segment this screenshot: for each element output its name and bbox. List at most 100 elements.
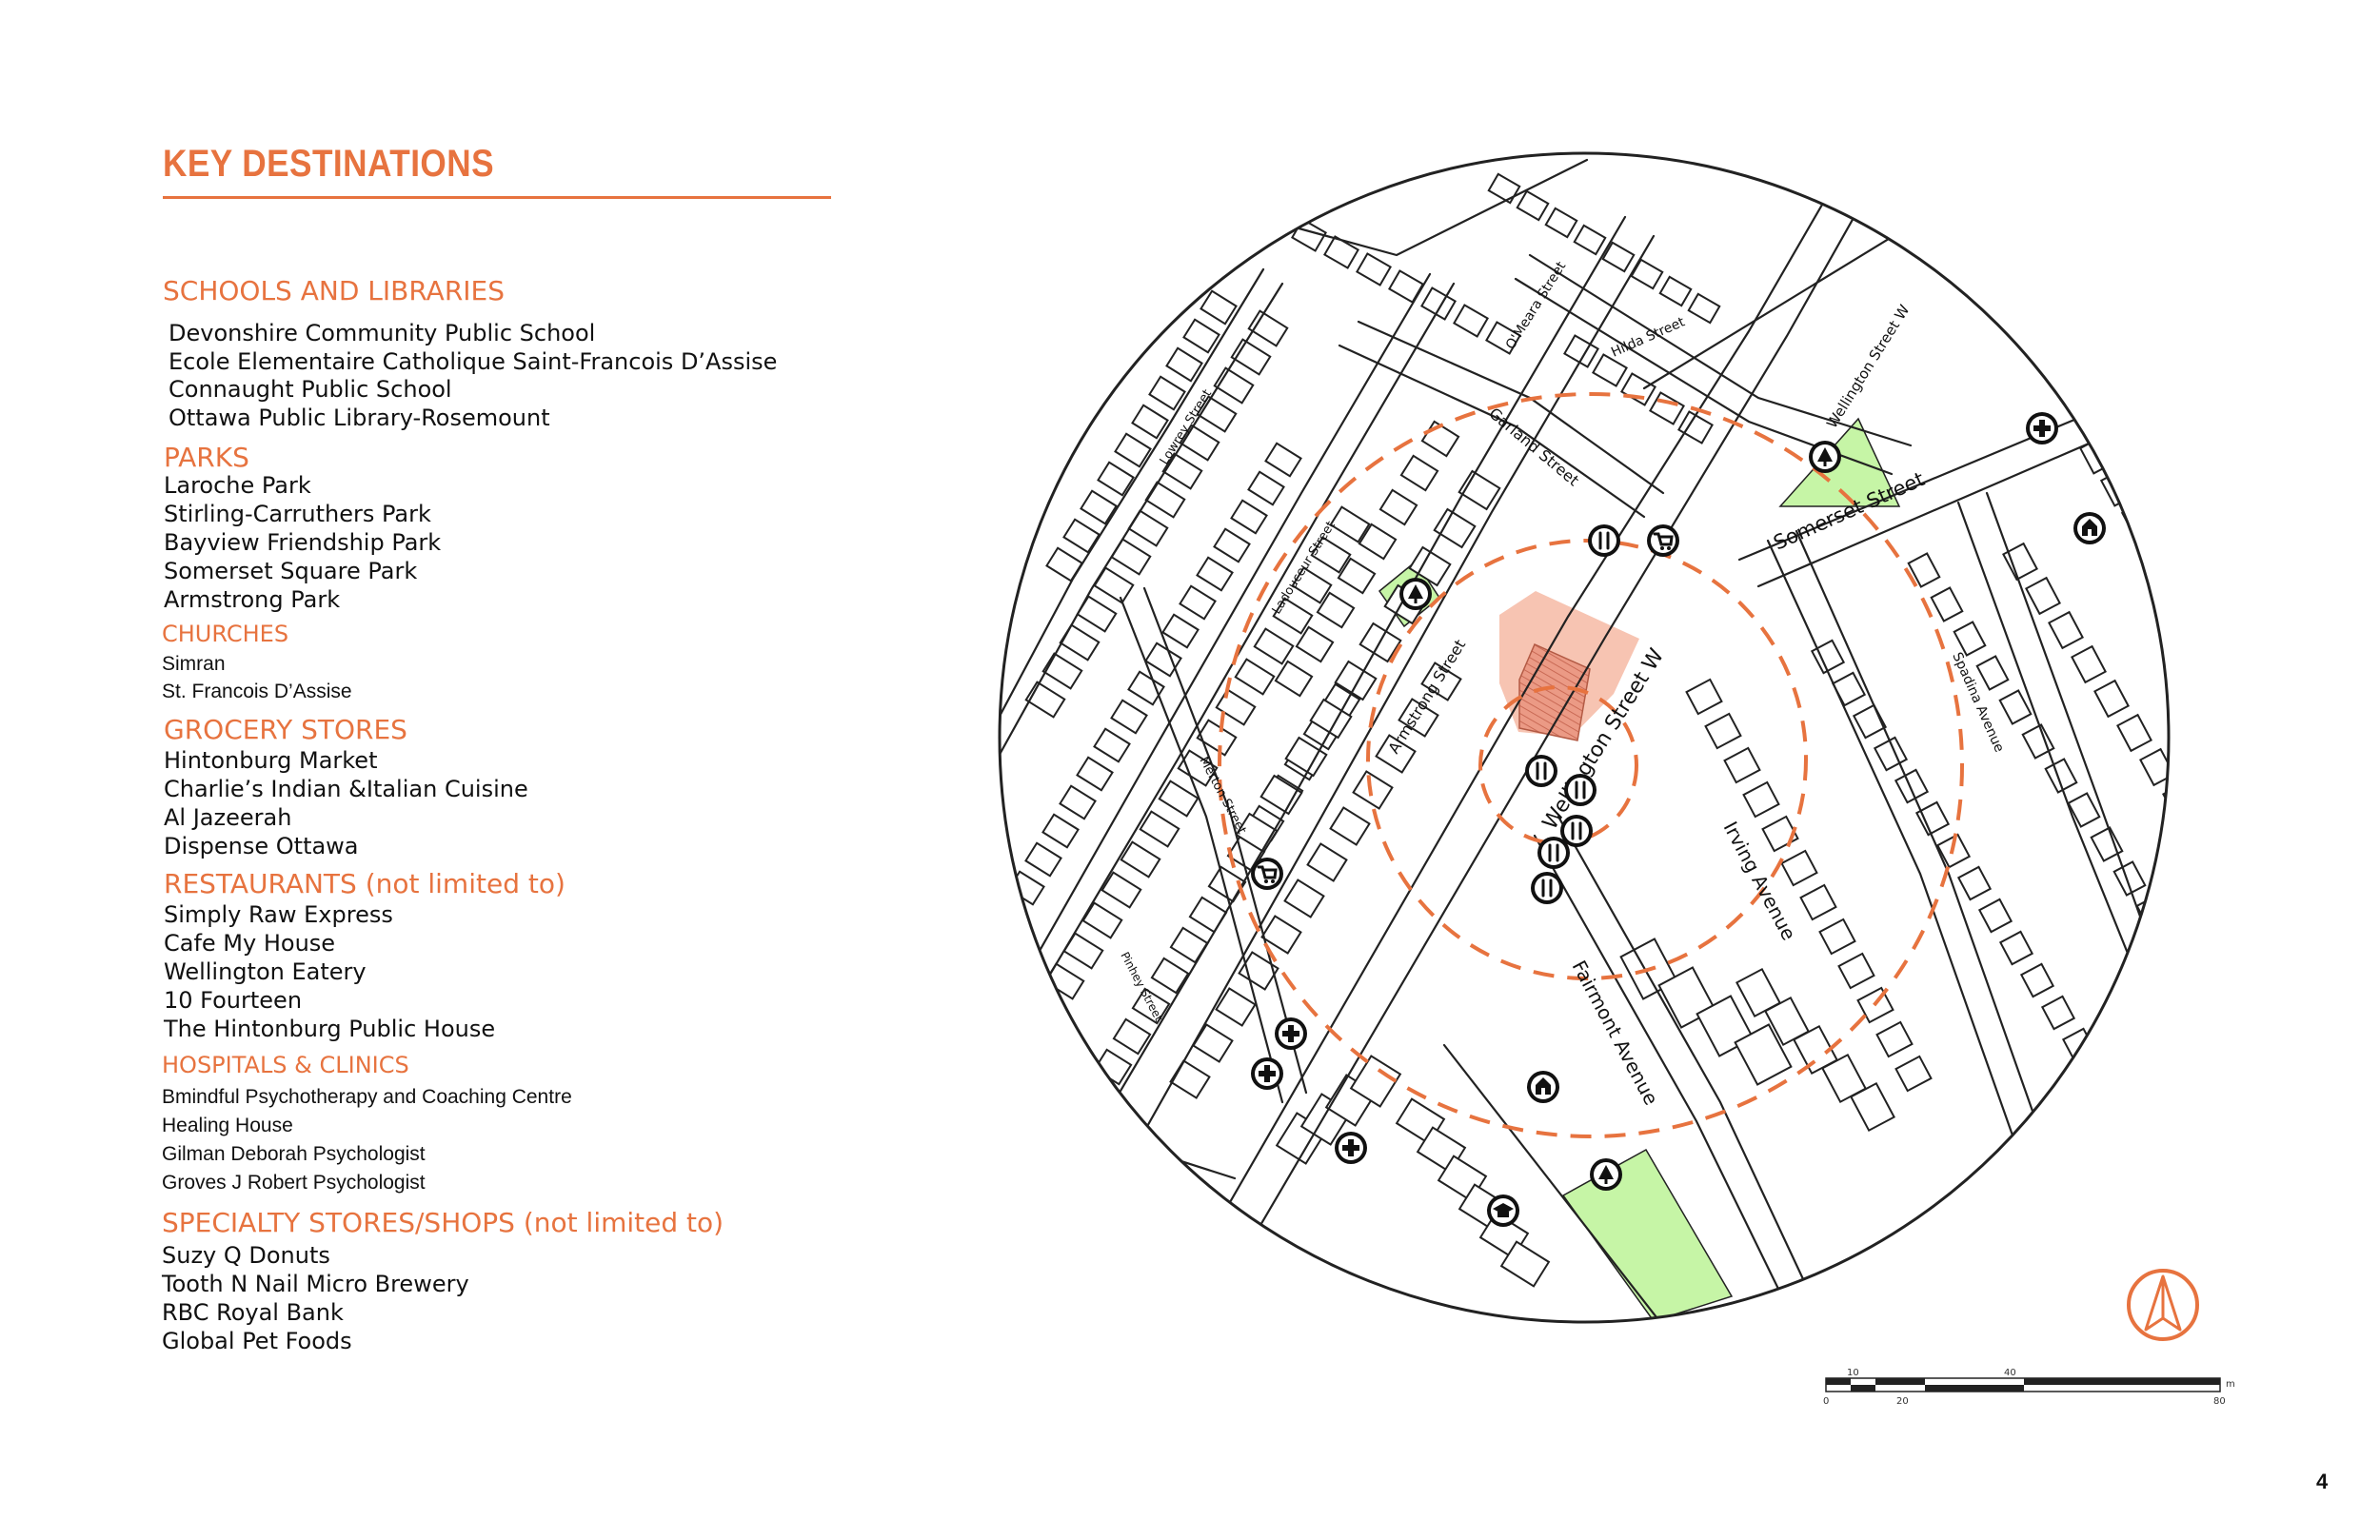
building [1196,556,1234,592]
building [1408,545,1452,587]
category-heading-grocery: GROCERY STORES [164,714,407,745]
building [2025,576,2061,616]
building [1358,523,1398,561]
church-icon [1527,1071,1559,1103]
list-item: Laroche Park [164,472,311,499]
building [2082,1059,2118,1096]
north-arrow [2125,1267,2201,1347]
building [1024,993,1066,1031]
street-edge [1200,153,1894,1322]
building [1516,189,1550,222]
building [1215,987,1257,1027]
building [1080,489,1118,525]
poi-markers [1251,412,2106,1227]
building [1630,258,1664,290]
building [1284,736,1328,778]
building [1274,660,1314,698]
building [1182,318,1220,354]
scale-label: 10 [1847,1368,1859,1378]
building [1998,930,2034,966]
street-edge [1000,215,1627,1294]
scale-unit: m [2226,1379,2235,1390]
building [2095,372,2135,410]
building [1420,286,1457,321]
list-item: Bayview Friendship Park [164,529,442,556]
building [1253,627,1295,665]
building [2002,542,2038,582]
list-item: Gilman Deborah Psychologist [162,1143,426,1165]
fork-knife-icon [1560,815,1593,847]
building [1215,688,1257,726]
building [1458,469,1501,511]
building [1041,652,1083,690]
building [1723,746,1761,784]
building [1487,172,1521,205]
building [1485,321,1521,355]
street-edge [1795,529,2065,1199]
building [1041,813,1080,849]
building [1780,849,1818,887]
building [1291,566,1333,604]
building [1306,842,1348,882]
title-divider [163,196,831,199]
building [1818,918,1856,956]
building [1352,770,1394,810]
building [1165,346,1203,383]
tree-icon [1399,578,1432,610]
building [1213,527,1251,563]
building [1687,292,1721,325]
list-item: Healing House [162,1115,293,1136]
building [1677,410,1714,444]
building [1062,518,1101,554]
building [1685,678,1723,716]
building [1264,442,1302,478]
building [1234,658,1276,696]
building [2044,758,2078,794]
building [1433,507,1477,549]
street-edge [1557,815,1827,1322]
building [1076,756,1114,792]
category-heading-schools: SCHOOLS AND LIBRARIES [163,275,506,306]
list-item: Simply Raw Express [164,901,393,928]
building [2019,962,2055,998]
building [1114,432,1152,468]
street-edge [1142,586,1308,1095]
shopping-cart-icon [1251,858,1283,890]
building [2038,334,2078,372]
street-edge [1766,539,2036,1199]
building [1378,488,1418,526]
building [1192,1023,1234,1063]
building [1894,1055,1933,1093]
category-heading-specialty: SPECIALTY STORES/SHOPS (not limited to) [162,1207,724,1238]
page-number: 4 [2316,1470,2329,1493]
list-item: Bmindful Psychotherapy and Coaching Cent… [162,1086,572,1108]
street-edge [1157,153,1855,1322]
building [2124,391,2164,429]
building [1161,613,1200,649]
building [1356,252,1392,286]
building [1059,784,1097,820]
building [2021,723,2055,760]
building [1081,901,1123,939]
building [1316,591,1356,629]
category-heading-parks: PARKS [164,442,249,473]
list-item: Simran [162,653,226,675]
building [1799,883,1837,921]
building [1230,499,1268,535]
list-item: Dispense Ottawa [164,833,359,859]
building [1420,661,1462,701]
scale-bar: 10 40 m 0 20 80 [1823,1366,2242,1417]
list-item: Armstrong Park [164,586,341,613]
building [1200,289,1238,326]
building [1601,241,1636,273]
building [1093,727,1131,763]
building [1563,334,1599,368]
walking-radius-rings [1218,392,1964,1138]
street-edge [1033,234,1656,1322]
list-item: Hintonburg Market [164,747,378,774]
building [1272,597,1314,635]
building [1110,699,1148,735]
building [1260,915,1302,955]
building [1024,841,1062,878]
building [1592,353,1628,387]
